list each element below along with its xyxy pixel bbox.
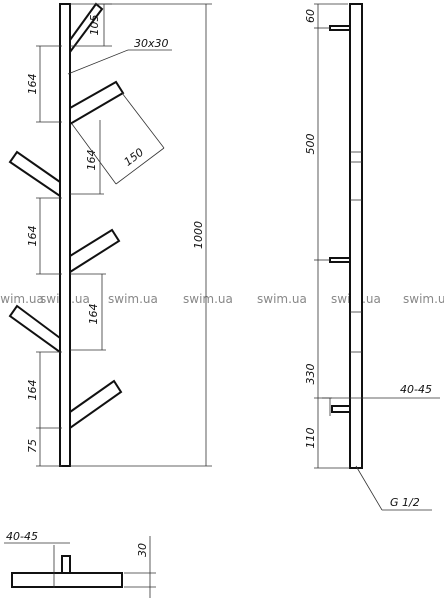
dim-side-top: 60 — [304, 9, 317, 23]
side-hook-top — [329, 25, 351, 31]
dim-side-span: 500 — [304, 134, 317, 155]
bottom-plate — [11, 572, 123, 588]
front-view: 105 30x30 164 164 150 164 164 164 — [8, 2, 212, 467]
dim-front-pitch1: 164 — [26, 74, 39, 95]
front-arm-right-1 — [69, 80, 125, 126]
watermark: swim.ua — [0, 292, 44, 306]
side-hook-middle — [329, 257, 351, 263]
dim-side-bottom: 110 — [304, 428, 317, 449]
dim-side-thread: G 1/2 — [390, 496, 420, 509]
dim-side-gap: 330 — [304, 364, 317, 385]
dim-side-standoff: 40-45 — [400, 383, 432, 396]
front-arm-right-3 — [69, 379, 123, 430]
front-top-fork — [69, 2, 104, 56]
dim-front-top: 105 — [88, 15, 101, 36]
watermark: swim.ua — [257, 292, 307, 306]
side-view: 60 500 330 40-45 110 G 1/2 — [304, 3, 440, 511]
dim-front-section: 30x30 — [134, 37, 169, 50]
front-arm-right-2 — [69, 228, 121, 274]
front-main-bar — [59, 3, 71, 467]
watermark: swim.ua — [183, 292, 233, 306]
dim-bottom-standoff: 40-45 — [6, 530, 38, 543]
watermark: swim.ua — [403, 292, 444, 306]
dim-front-arm-pitch: 164 — [85, 150, 98, 171]
dim-front-pitch2: 164 — [26, 226, 39, 247]
front-arm-left-1 — [8, 150, 61, 198]
bottom-view: 40-45 30 — [4, 530, 156, 598]
dim-front-height: 1000 — [192, 221, 205, 249]
dim-front-bottom: 75 — [26, 439, 39, 453]
watermark: swim.ua — [108, 292, 158, 306]
side-connector — [331, 405, 351, 413]
front-arm-left-2 — [8, 304, 61, 354]
dim-bottom-thickness: 30 — [136, 543, 149, 557]
dim-front-pitch4: 164 — [26, 380, 39, 401]
dim-front-pitch3: 164 — [87, 304, 100, 325]
dim-front-arm-length: 150 — [122, 146, 147, 169]
bottom-connector — [61, 555, 71, 574]
